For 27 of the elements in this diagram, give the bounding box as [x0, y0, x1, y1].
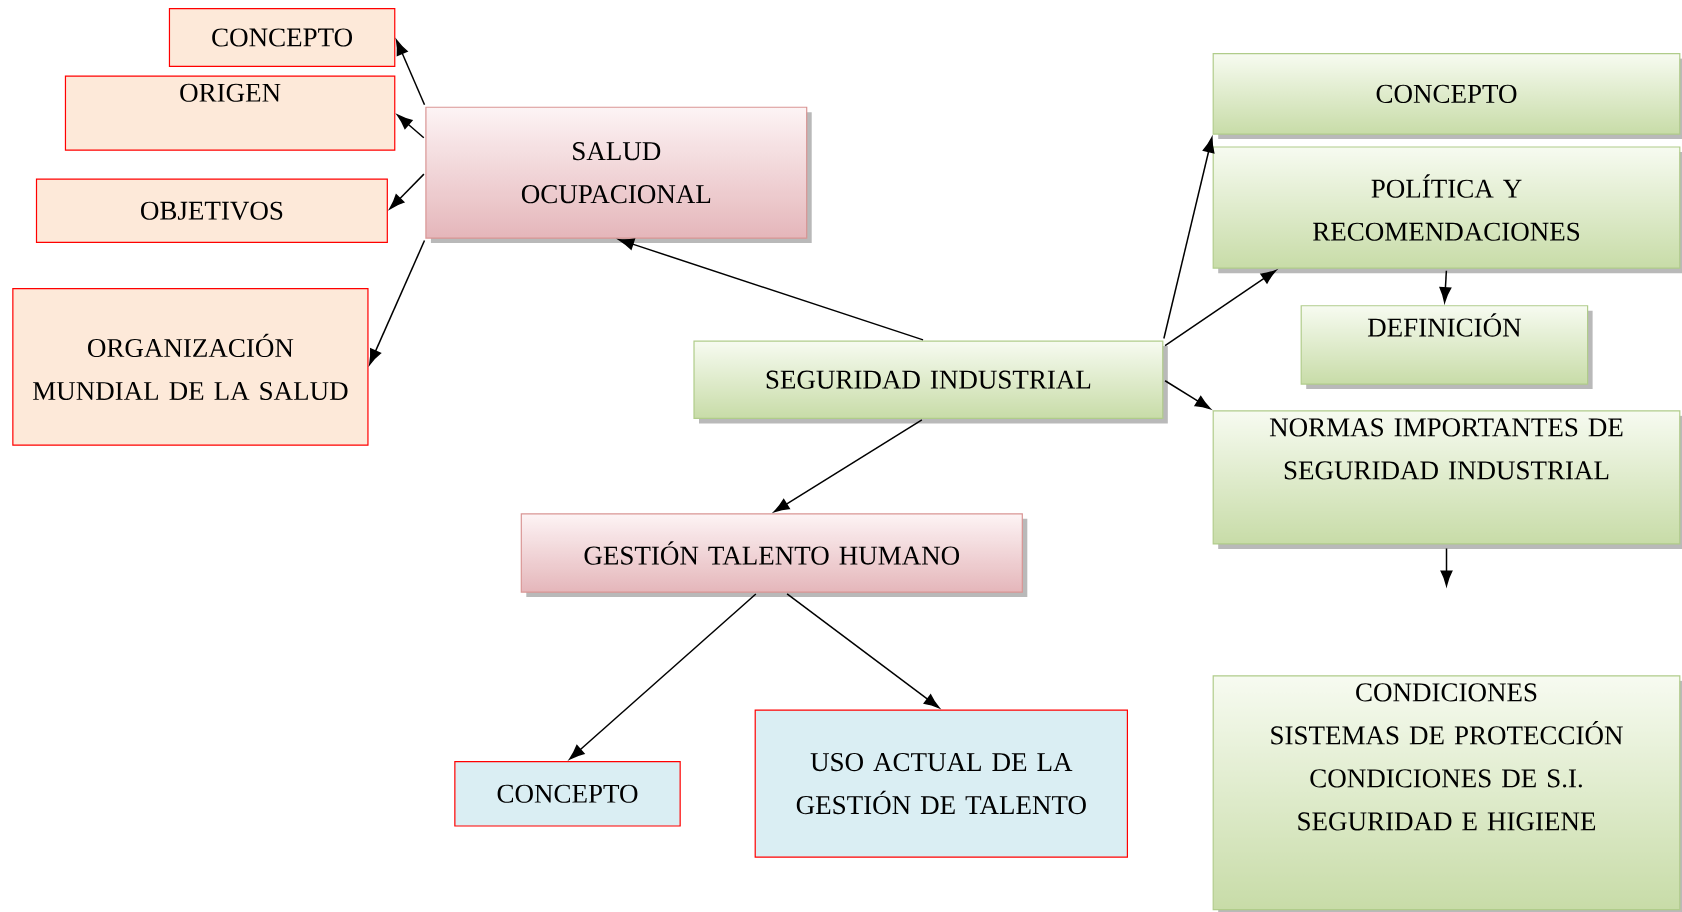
- arrow: [1164, 269, 1277, 347]
- arrow: [1164, 380, 1211, 410]
- arrow: [786, 593, 940, 709]
- arrow: [1439, 270, 1452, 303]
- subtopic-box: USO ACTUAL DE LA GESTIÓN DE TALENTO: [754, 709, 1128, 858]
- arrow: [569, 593, 757, 760]
- subtopic-box: CONCEPTO: [168, 7, 396, 68]
- arrow: [389, 173, 425, 210]
- arrow: [397, 114, 425, 139]
- topic-box: SEGURIDAD INDUSTRIAL: [693, 340, 1168, 424]
- arrow: [618, 238, 924, 341]
- subtopic-box: OBJETIVOS: [35, 178, 388, 244]
- subtopic-box: ORIGEN: [64, 75, 396, 151]
- arrow: [773, 419, 923, 513]
- topic-box: GESTIÓN TALENTO HUMANO: [520, 513, 1028, 598]
- arrow: [395, 39, 426, 106]
- arrow: [1163, 137, 1215, 340]
- topic-box: CONDICIONES SISTEMAS DE PROTECCIÓN CONDICIONES DE S.I. SEGURIDAD E HIGIENE: [1212, 675, 1682, 912]
- topic-box: POLÍTICA Y RECOMENDACIONES: [1212, 146, 1682, 274]
- arrow: [369, 239, 426, 365]
- topic-box: NORMAS IMPORTANTES DE SEGURIDAD INDUSTRIAL: [1212, 410, 1682, 549]
- topic-box: DEFINICIÓN: [1300, 305, 1593, 389]
- arrow: [1440, 547, 1453, 587]
- topic-box: CONCEPTO: [1212, 53, 1682, 140]
- topic-box: SALUD OCUPACIONAL: [425, 106, 812, 244]
- subtopic-box: CONCEPTO: [454, 761, 681, 827]
- subtopic-box: ORGANIZACIÓN MUNDIAL DE LA SALUD: [12, 288, 369, 446]
